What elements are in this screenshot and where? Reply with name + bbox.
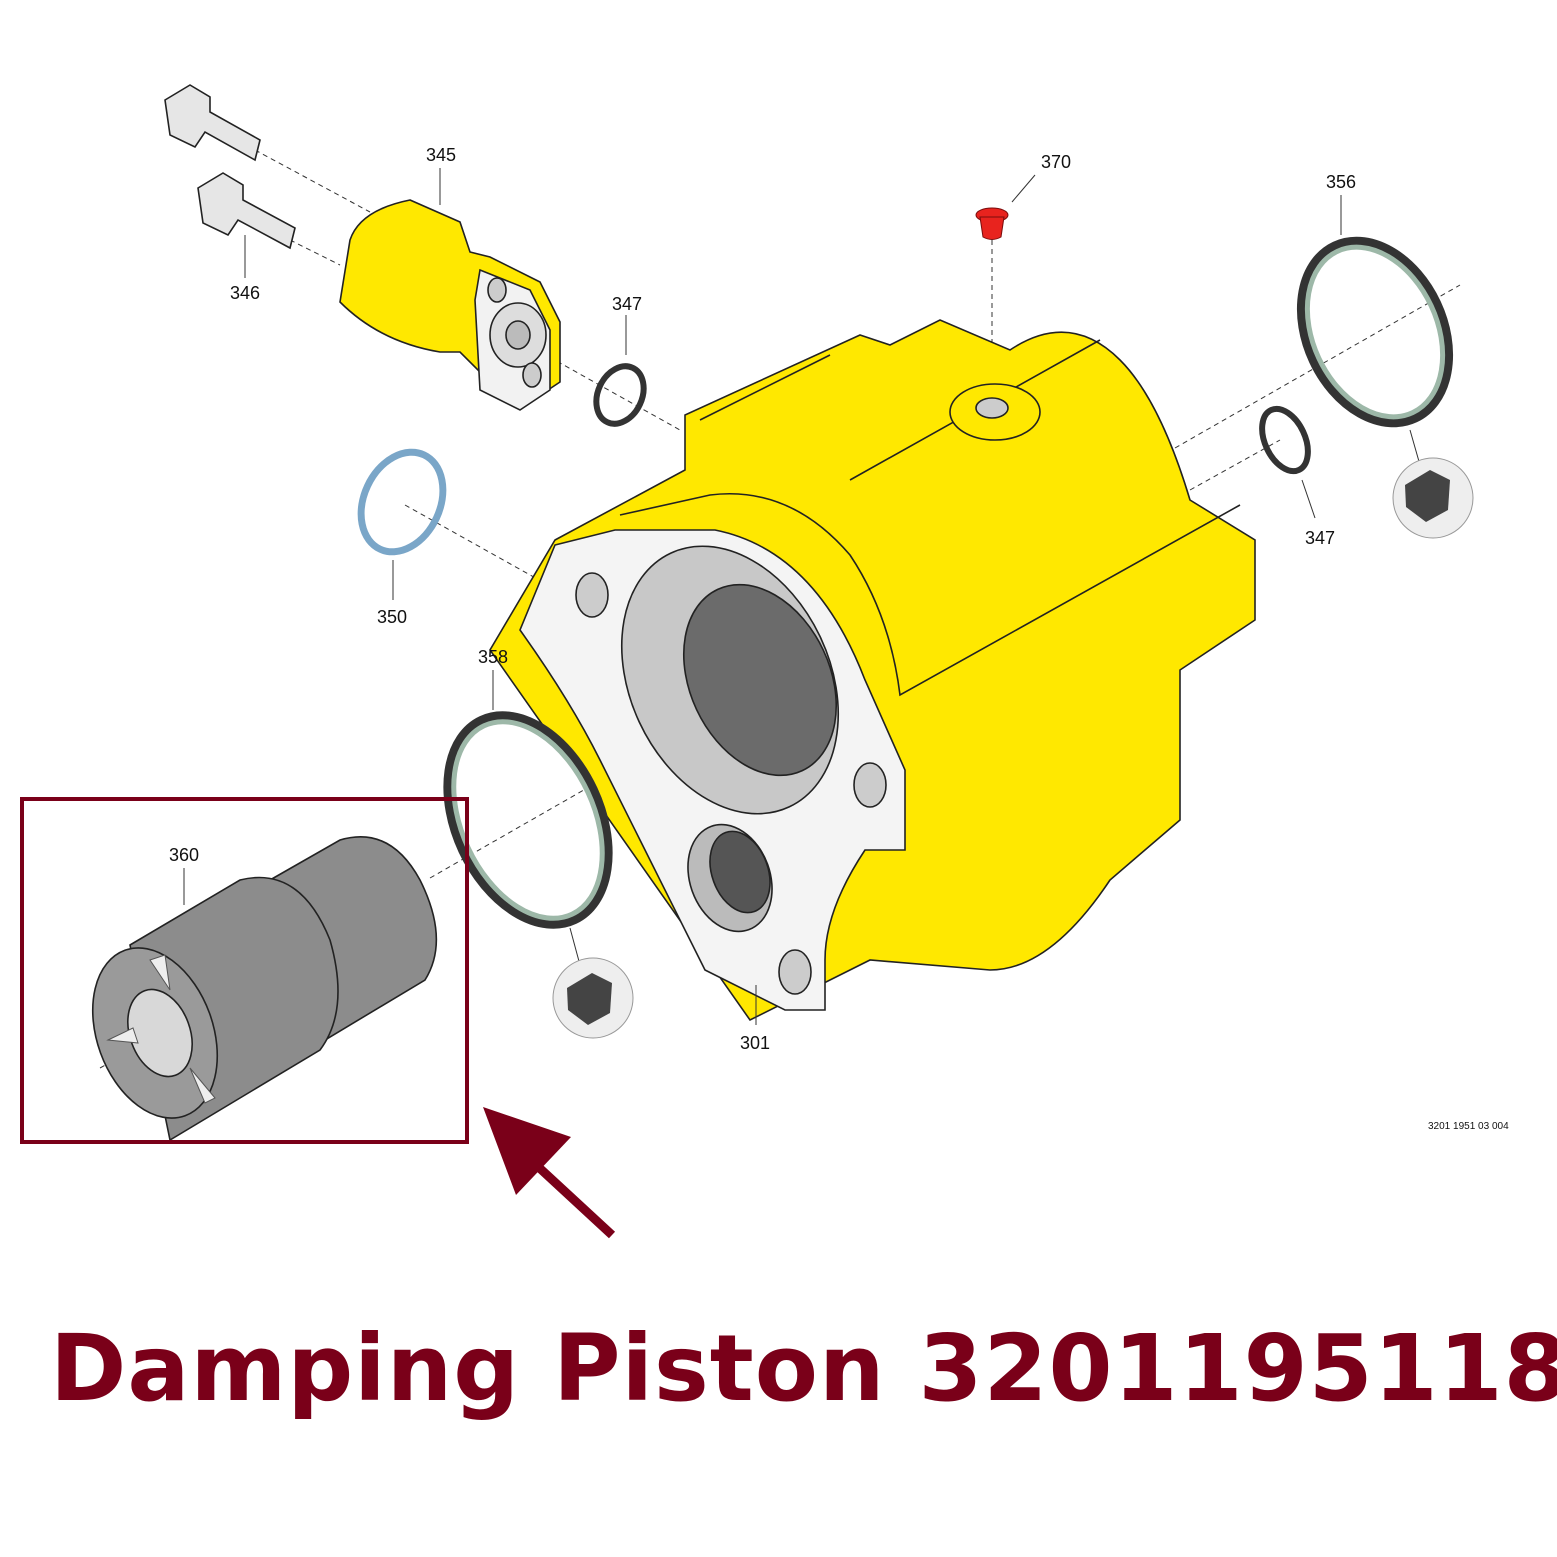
pointer-arrow — [483, 1107, 616, 1239]
highlight-box — [20, 797, 469, 1144]
seal-ring-358 — [443, 711, 613, 929]
callout-370: 370 — [1041, 152, 1071, 172]
product-title: Damping Piston 3201195118 — [50, 1315, 1557, 1422]
callout-358: 358 — [478, 647, 508, 667]
o-ring-347-left — [593, 363, 647, 427]
flange-345 — [339, 199, 561, 411]
bolt-346-lower — [197, 172, 296, 250]
pump-housing-301 — [489, 319, 1256, 1022]
callout-347-left: 347 — [612, 294, 642, 314]
callout-347-right: 347 — [1305, 528, 1335, 548]
drawing-code: 3201 1951 03 004 — [1428, 1121, 1509, 1132]
seal-ring-356-inner — [1304, 244, 1446, 420]
callout-346: 346 — [230, 283, 260, 303]
seal-ring-356 — [1296, 236, 1454, 428]
seal-detail-bubble-358 — [552, 927, 634, 1039]
seal-detail-bubble-356 — [1392, 429, 1474, 539]
callout-301: 301 — [740, 1033, 770, 1053]
callout-350: 350 — [377, 607, 407, 627]
callout-leaders — [183, 168, 1342, 1025]
plug-370 — [975, 207, 1009, 240]
damping-piston-360 — [91, 836, 438, 1142]
o-ring-347-right — [1259, 405, 1311, 475]
seal-ring-350 — [357, 448, 447, 556]
bolt-346-upper — [164, 84, 261, 162]
callout-356: 356 — [1326, 172, 1356, 192]
callout-360: 360 — [169, 845, 199, 865]
callout-345: 345 — [426, 145, 456, 165]
